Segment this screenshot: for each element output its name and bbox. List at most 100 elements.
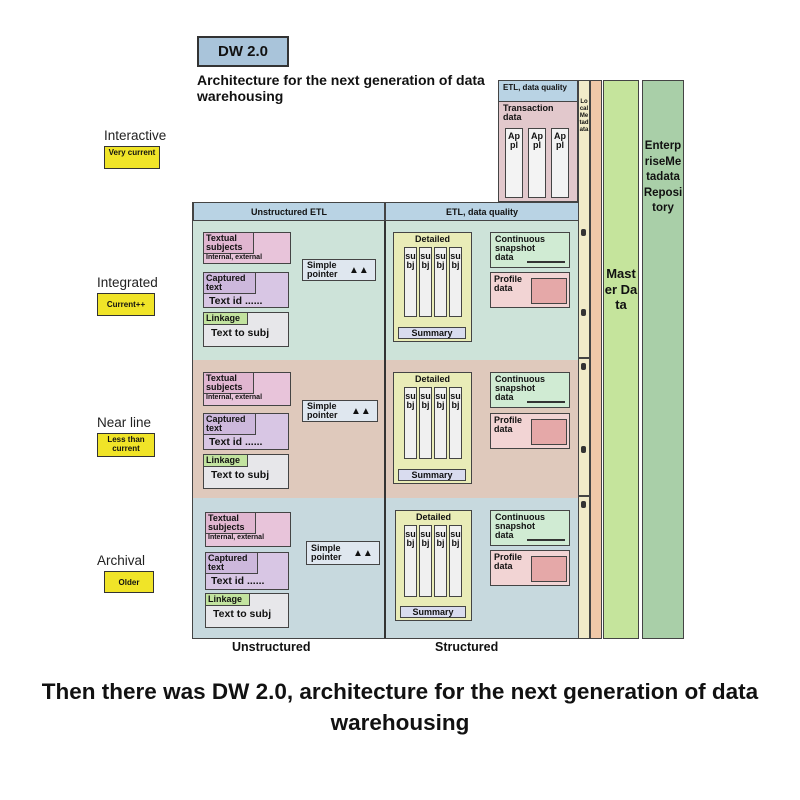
textual-subjects-label: Textual subjects bbox=[204, 233, 254, 254]
transaction-data-label: Transaction data bbox=[503, 103, 554, 122]
local-metadata-strip: Local Metadata bbox=[578, 80, 590, 639]
appl-column-3: Appl bbox=[551, 128, 569, 198]
tier-badge-archival: Older bbox=[104, 571, 154, 593]
tier-badge-near-line: Less than current bbox=[97, 433, 155, 457]
captured-text-box: Captured text Text id ...... bbox=[205, 552, 289, 590]
subj-column: subj bbox=[434, 525, 447, 597]
continuous-snapshot-label: Continuous snapshot data bbox=[495, 512, 545, 540]
subj-column: subj bbox=[404, 525, 417, 597]
linkage-label: Linkage bbox=[204, 313, 248, 325]
subj-column: subj bbox=[449, 247, 462, 317]
textual-subjects-box: Textual subjects Internal, external bbox=[203, 372, 291, 406]
enterprise-metadata-column: EnterpriseMetadataRepository bbox=[642, 80, 684, 639]
metadata-marker bbox=[581, 229, 586, 236]
tier-label-interactive: Interactive bbox=[104, 128, 167, 143]
detailed-label: Detailed bbox=[415, 512, 451, 522]
captured-text-box: Captured text Text id ...... bbox=[203, 413, 289, 450]
detailed-box: Detailed subj subj subj subj Summary bbox=[393, 372, 472, 484]
textual-subjects-label: Textual subjects bbox=[204, 373, 254, 394]
metadata-divider bbox=[579, 495, 589, 497]
master-data-column: Master Data bbox=[603, 80, 639, 639]
profile-records-icon bbox=[531, 419, 567, 445]
text-id-label: Text id ...... bbox=[209, 295, 263, 307]
internal-external-label: Internal, external bbox=[208, 534, 265, 541]
subj-column: subj bbox=[419, 247, 432, 317]
up-arrows-icon: ▲▲ bbox=[351, 405, 371, 417]
footer-structured: Structured bbox=[435, 640, 499, 654]
profile-data-box: Profile data bbox=[490, 272, 570, 308]
internal-external-label: Internal, external bbox=[206, 254, 263, 261]
summary-box: Summary bbox=[398, 469, 466, 481]
subj-column: subj bbox=[419, 387, 432, 459]
diagram-subtitle: Architecture for the next generation of … bbox=[197, 72, 485, 104]
subj-column: subj bbox=[404, 247, 417, 317]
captured-text-label: Captured text bbox=[204, 273, 256, 294]
local-metadata-strip-2 bbox=[590, 80, 602, 639]
tier-badge-interactive: Very current bbox=[104, 146, 160, 169]
up-arrows-icon: ▲▲ bbox=[349, 264, 369, 276]
continuous-snapshot-box: Continuous snapshot data bbox=[490, 372, 570, 408]
continuous-snapshot-label: Continuous snapshot data bbox=[495, 234, 545, 262]
subj-column: subj bbox=[434, 387, 447, 459]
summary-box: Summary bbox=[398, 327, 466, 339]
appl-column-1: Appl bbox=[505, 128, 523, 198]
structured-divider bbox=[384, 202, 386, 638]
subj-column: subj bbox=[419, 525, 432, 597]
simple-pointer-box: Simple pointer ▲▲ bbox=[302, 259, 376, 281]
master-data-label: Master Data bbox=[604, 266, 638, 312]
text-to-subj-label: Text to subj bbox=[213, 608, 272, 620]
detailed-label: Detailed bbox=[414, 234, 450, 244]
linkage-box: Linkage Text to subj bbox=[203, 312, 289, 347]
captured-text-label: Captured text bbox=[206, 553, 258, 574]
unstructured-etl-header: Unstructured ETL bbox=[193, 202, 385, 221]
subj-column: subj bbox=[434, 247, 447, 317]
diagram-title: DW 2.0 bbox=[197, 36, 289, 67]
simple-pointer-label: Simple pointer bbox=[311, 543, 342, 562]
enterprise-metadata-label: EnterpriseMetadataRepository bbox=[643, 140, 683, 215]
subj-column: subj bbox=[404, 387, 417, 459]
subj-column: subj bbox=[449, 525, 462, 597]
profile-data-box: Profile data bbox=[490, 413, 570, 449]
text-to-subj-label: Text to subj bbox=[211, 327, 270, 339]
summary-box: Summary bbox=[400, 606, 466, 618]
linkage-box: Linkage Text to subj bbox=[205, 593, 289, 628]
textual-subjects-label: Textual subjects bbox=[206, 513, 256, 534]
detailed-box: Detailed subj subj subj subj Summary bbox=[393, 232, 472, 342]
subj-column: subj bbox=[449, 387, 462, 459]
text-to-subj-label: Text to subj bbox=[211, 469, 270, 481]
transaction-data-box: Transaction data Appl Appl Appl bbox=[498, 101, 578, 202]
tier-label-integrated: Integrated bbox=[97, 275, 158, 290]
snapshot-steps-icon bbox=[527, 257, 565, 263]
text-id-label: Text id ...... bbox=[209, 436, 263, 448]
metadata-divider bbox=[579, 357, 589, 359]
simple-pointer-box: Simple pointer ▲▲ bbox=[306, 541, 380, 565]
profile-data-label: Profile data bbox=[494, 274, 523, 293]
captured-text-label: Captured text bbox=[204, 414, 256, 435]
snapshot-steps-icon bbox=[527, 535, 565, 541]
detailed-box: Detailed subj subj subj subj Summary bbox=[395, 510, 472, 621]
structured-etl-header: ETL, data quality bbox=[385, 202, 579, 221]
continuous-snapshot-box: Continuous snapshot data bbox=[490, 510, 570, 546]
linkage-label: Linkage bbox=[206, 594, 250, 606]
profile-data-label: Profile data bbox=[494, 415, 523, 434]
snapshot-steps-icon bbox=[527, 397, 565, 403]
simple-pointer-label: Simple pointer bbox=[307, 401, 338, 420]
tier-label-near-line: Near line bbox=[97, 415, 152, 430]
footer-unstructured: Unstructured bbox=[232, 640, 311, 654]
text-id-label: Text id ...... bbox=[211, 575, 265, 587]
metadata-marker bbox=[581, 501, 586, 508]
simple-pointer-label: Simple pointer bbox=[307, 260, 338, 279]
continuous-snapshot-label: Continuous snapshot data bbox=[495, 374, 545, 402]
detailed-label: Detailed bbox=[414, 374, 450, 384]
tier-label-archival: Archival bbox=[97, 553, 146, 568]
up-arrows-icon: ▲▲ bbox=[353, 547, 373, 559]
profile-data-box: Profile data bbox=[490, 550, 570, 586]
textual-subjects-box: Textual subjects Internal, external bbox=[205, 512, 291, 547]
tier-badge-integrated: Current++ bbox=[97, 293, 155, 316]
textual-subjects-box: Textual subjects Internal, external bbox=[203, 232, 291, 264]
captured-text-box: Captured text Text id ...... bbox=[203, 272, 289, 308]
interactive-etl-box: ETL, data quality bbox=[498, 80, 578, 102]
profile-records-icon bbox=[531, 556, 567, 582]
metadata-marker bbox=[581, 446, 586, 453]
metadata-marker bbox=[581, 363, 586, 370]
